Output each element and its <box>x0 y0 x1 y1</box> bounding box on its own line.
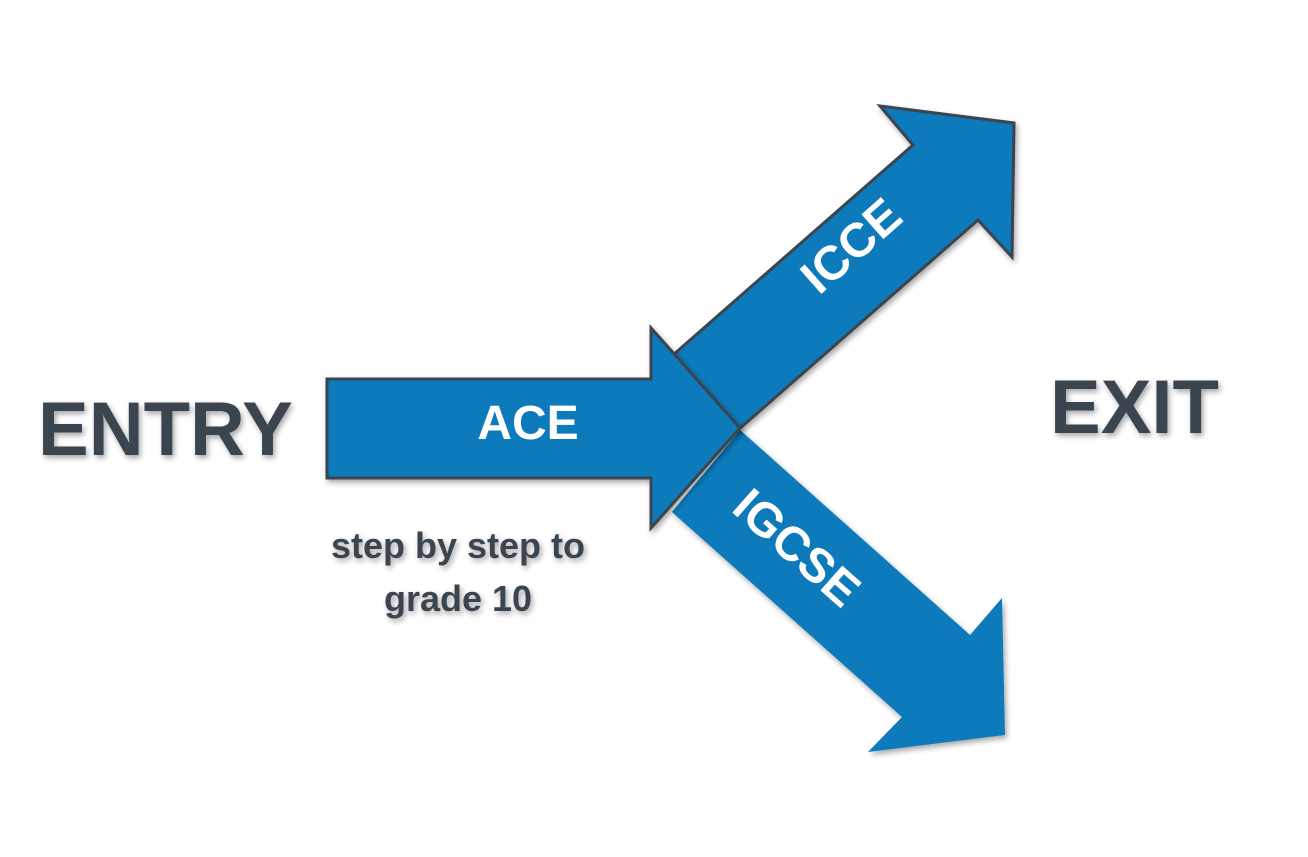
igcse-arrow <box>672 430 1005 752</box>
ace-label: ACE <box>477 397 578 450</box>
exit-label: EXIT <box>1050 365 1219 450</box>
caption-line-2: grade 10 <box>384 578 532 619</box>
icce-arrow <box>670 104 1016 433</box>
ace-arrow <box>325 324 743 532</box>
entry-label: ENTRY <box>38 387 293 472</box>
caption-line-1: step by step to <box>331 525 585 566</box>
